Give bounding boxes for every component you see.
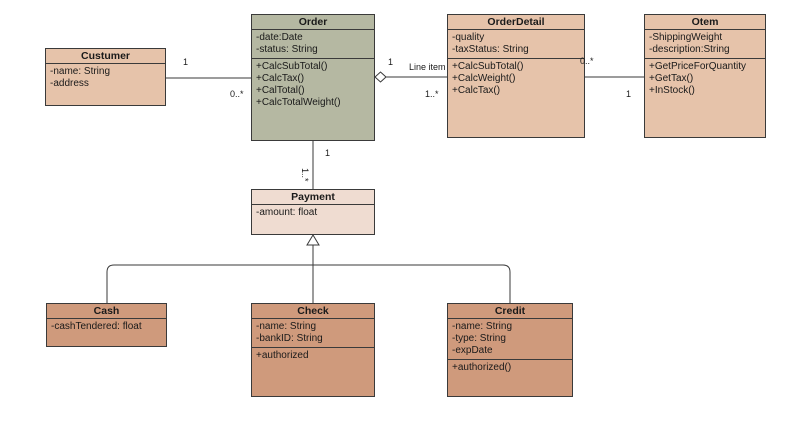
class-order-detail-methods: +CalcSubTotal()+CalcWeight()+CalcTax() [448, 59, 584, 99]
mult-order-to-payment: 1 [325, 148, 331, 158]
member-line: +CalcSubTotal() [452, 61, 524, 72]
member-line: -name: String [452, 321, 513, 332]
class-order[interactable]: Order -date:Date-status: String +CalcSub… [251, 14, 375, 141]
member-line: -ShippingWeight [649, 32, 723, 43]
class-order-detail-attributes: -quality-taxStatus: String [448, 30, 584, 59]
class-order-name: Order [252, 15, 374, 30]
class-credit[interactable]: Credit -name: String-type: String-expDat… [447, 303, 573, 397]
class-order-detail-name: OrderDetail [448, 15, 584, 30]
class-check[interactable]: Check -name: String-bankID: String +auth… [251, 303, 375, 397]
class-check-name: Check [252, 304, 374, 319]
class-otem-attributes: -ShippingWeight-description:String [645, 30, 765, 59]
class-customer-name: Custumer [46, 49, 165, 64]
mult-detail-from-order: 1..* [425, 89, 439, 99]
mult-detail-to-otem: 0..* [580, 56, 594, 66]
member-line: -address [50, 78, 89, 89]
member-line: -name: String [50, 66, 111, 77]
member-line: -amount: float [256, 207, 318, 218]
mult-order-to-detail: 1 [388, 57, 394, 67]
member-line: -description:String [649, 44, 730, 55]
class-credit-name: Credit [448, 304, 572, 319]
mult-customer-end: 1 [183, 57, 189, 67]
member-line: -type: String [452, 333, 506, 344]
class-otem[interactable]: Otem -ShippingWeight-description:String … [644, 14, 766, 138]
class-payment[interactable]: Payment -amount: float [251, 189, 375, 235]
member-line: +GetTax() [649, 73, 694, 84]
association-label-line-item: Line item [409, 62, 446, 72]
class-check-methods: +authorized [252, 348, 374, 364]
mult-otem-end: 1 [626, 89, 632, 99]
class-cash[interactable]: Cash -cashTendered: float [46, 303, 167, 347]
class-otem-name: Otem [645, 15, 765, 30]
member-line: -name: String [256, 321, 317, 332]
generalization-triangle [306, 234, 320, 246]
member-line: -date:Date [256, 32, 303, 43]
class-cash-name: Cash [47, 304, 166, 319]
member-line: -bankID: String [256, 333, 323, 344]
class-customer-attributes: -name: String-address [46, 64, 165, 92]
member-line: -cashTendered: float [51, 321, 142, 332]
member-line: +CalcTax() [452, 85, 501, 96]
member-line: +CalcWeight() [452, 73, 516, 84]
class-check-attributes: -name: String-bankID: String [252, 319, 374, 348]
aggregation-diamond [374, 71, 387, 83]
member-line: +authorized() [452, 362, 512, 373]
class-credit-methods: +authorized() [448, 360, 572, 376]
member-line: +CalcTax() [256, 73, 305, 84]
member-line: -status: String [256, 44, 318, 55]
member-line: +CalcTotalWeight() [256, 97, 341, 108]
generalization-bus [106, 264, 511, 303]
class-order-methods: +CalcSubTotal()+CalcTax()+CalTotal()+Cal… [252, 59, 374, 111]
member-line: +InStock() [649, 85, 695, 96]
class-otem-methods: +GetPriceForQuantity+GetTax()+InStock() [645, 59, 765, 99]
mult-order-from-customer: 0..* [230, 89, 244, 99]
member-line: -quality [452, 32, 485, 43]
member-line: +CalTotal() [256, 85, 305, 96]
mult-payment-end: 1..* [300, 168, 310, 182]
member-line: -taxStatus: String [452, 44, 529, 55]
member-line: -expDate [452, 345, 493, 356]
class-order-attributes: -date:Date-status: String [252, 30, 374, 59]
class-payment-name: Payment [252, 190, 374, 205]
member-line: +authorized [256, 350, 309, 361]
class-credit-attributes: -name: String-type: String-expDate [448, 319, 572, 360]
class-payment-attributes: -amount: float [252, 205, 374, 221]
class-order-detail[interactable]: OrderDetail -quality-taxStatus: String +… [447, 14, 585, 138]
member-line: +CalcSubTotal() [256, 61, 328, 72]
class-cash-attributes: -cashTendered: float [47, 319, 166, 335]
member-line: +GetPriceForQuantity [649, 61, 746, 72]
class-customer[interactable]: Custumer -name: String-address [45, 48, 166, 106]
